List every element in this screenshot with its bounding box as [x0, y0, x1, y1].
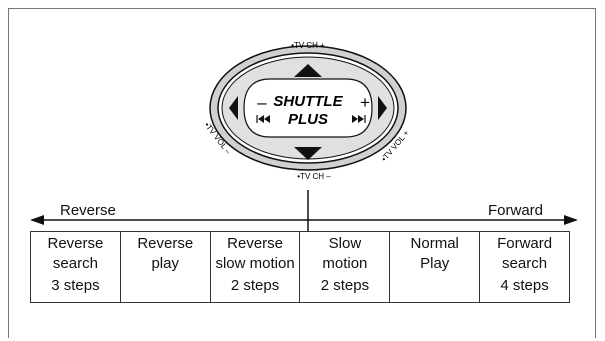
- skip-back-icon: [256, 115, 270, 123]
- dial-center-panel: [243, 78, 373, 138]
- dial-label-shuttle: SHUTTLE: [273, 93, 343, 110]
- diagram-frame: [8, 8, 596, 338]
- tv-ch-up-label: •TV CH +: [291, 41, 325, 50]
- right-arrow-icon[interactable]: [378, 96, 387, 120]
- tv-ch-down-label: •TV CH –: [297, 172, 331, 181]
- reverse-label: Reverse: [60, 202, 116, 219]
- forward-label: Forward: [488, 202, 544, 219]
- skip-forward-icon: [352, 115, 366, 123]
- down-arrow-icon[interactable]: [294, 147, 322, 160]
- up-arrow-icon[interactable]: [294, 64, 322, 77]
- minus-sign: –: [257, 93, 267, 112]
- plus-sign: +: [360, 93, 370, 112]
- reverse-arrowhead-icon: [30, 215, 44, 225]
- forward-arrowhead-icon: [564, 215, 578, 225]
- dial-label-plus: PLUS: [288, 111, 328, 128]
- left-arrow-icon[interactable]: [229, 96, 238, 120]
